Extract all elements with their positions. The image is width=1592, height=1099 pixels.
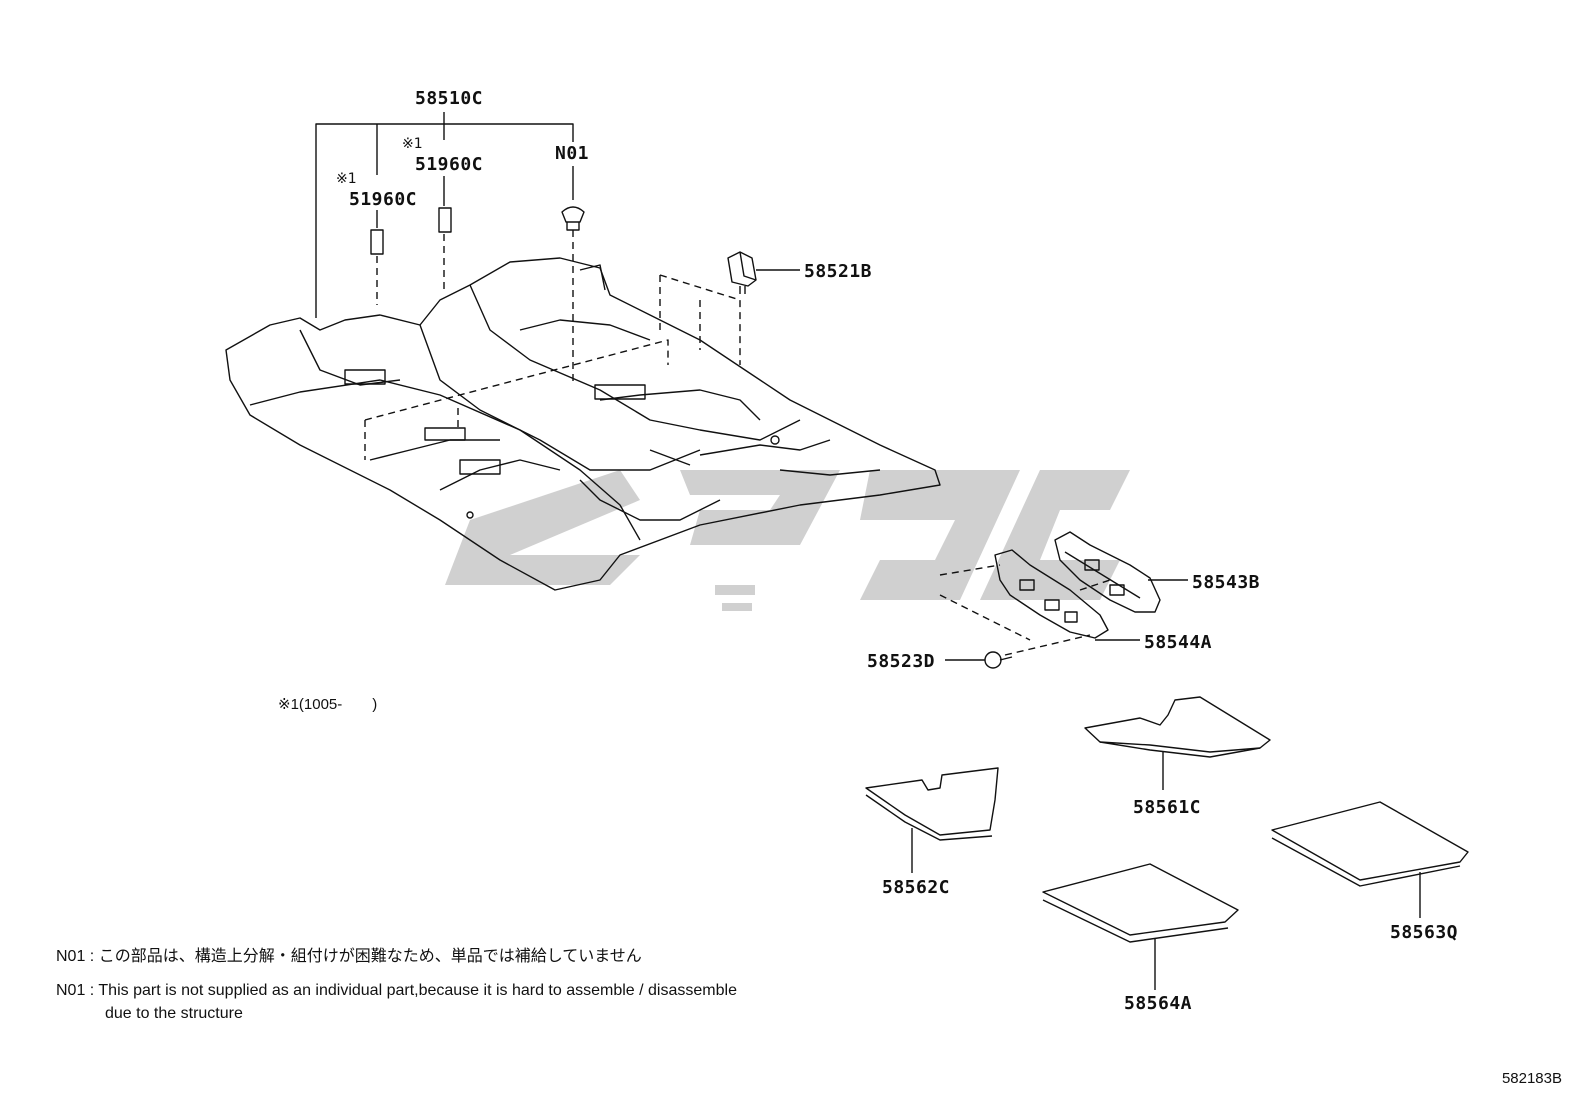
- label-51960C-b: 51960C: [415, 154, 484, 175]
- label-58510C: 58510C: [415, 88, 484, 109]
- label-58561C: 58561C: [1133, 797, 1202, 818]
- label-58563Q: 58563Q: [1390, 922, 1459, 943]
- note-english-line2: due to the structure: [105, 1005, 243, 1022]
- pad-51960C-b: [438, 207, 452, 233]
- figure-id: 582183B: [1501, 1070, 1562, 1087]
- label-58544A: 58544A: [1144, 632, 1213, 653]
- label-58564A: 58564A: [1124, 993, 1193, 1014]
- bracket-58543B: [1054, 531, 1161, 613]
- label-51960C-a: 51960C: [349, 189, 418, 210]
- leader-58510C: [315, 112, 574, 318]
- mat-58562C: [865, 767, 999, 841]
- clip-n01: [561, 206, 585, 231]
- label-58562C: 58562C: [882, 877, 951, 898]
- pad-51960C-a: [370, 229, 384, 255]
- label-n01: N01: [555, 143, 590, 164]
- clip-58521B: [727, 251, 757, 294]
- mark-1-a: ※1: [336, 171, 357, 187]
- mat-58561C: [1084, 696, 1271, 758]
- bracket-58544A: [994, 549, 1109, 639]
- footnote-range: ※1(1005- ): [278, 696, 378, 713]
- mark-1-b: ※1: [402, 136, 423, 152]
- mat-58564A: [1042, 863, 1239, 943]
- note-english-line1: N01 : This part is not supplied as an in…: [56, 982, 737, 999]
- label-58523D: 58523D: [867, 651, 936, 672]
- floor-carpet-assembly: [225, 257, 941, 591]
- mat-58563Q: [1271, 801, 1469, 887]
- label-58543B: 58543B: [1192, 572, 1261, 593]
- label-58521B: 58521B: [804, 261, 873, 282]
- note-japanese: N01 : この部品は、構造上分解・組付けが困難なため、単品では補給していません: [56, 948, 642, 965]
